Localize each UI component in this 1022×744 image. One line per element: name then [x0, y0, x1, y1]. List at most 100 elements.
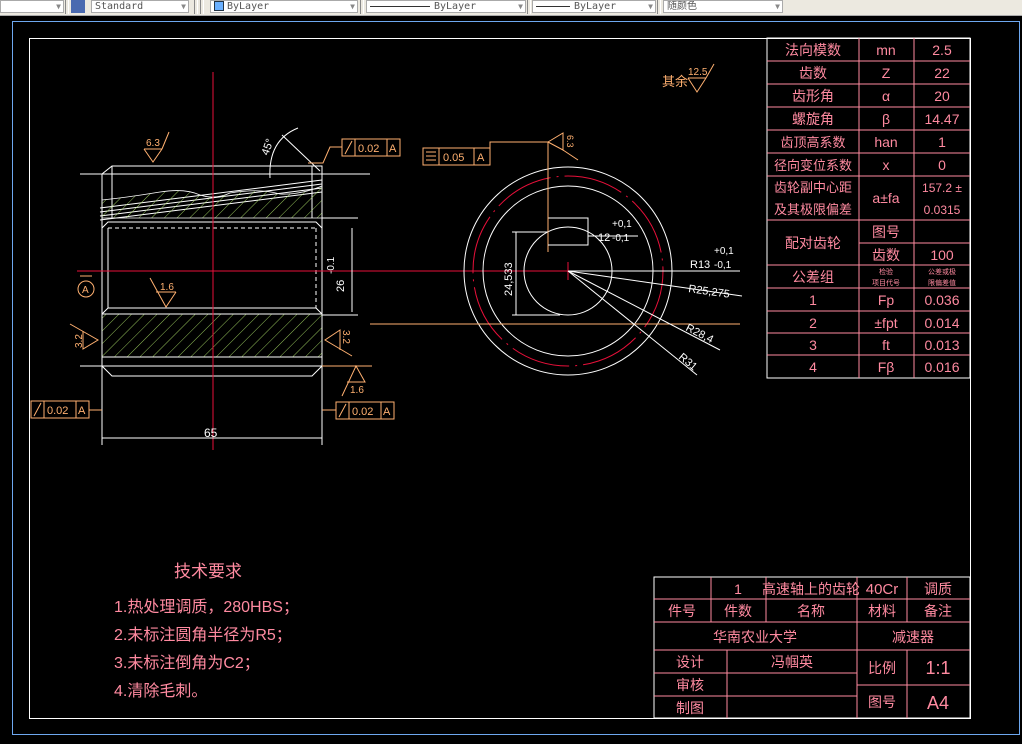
param-symbol: β	[882, 111, 890, 127]
text-style-combo[interactable]: Standard▼	[91, 0, 189, 13]
roughness-keyway-text: 6.3	[565, 135, 575, 148]
angle-text: 45°	[260, 137, 277, 157]
dim-bore-text: 26	[335, 280, 347, 292]
linetype-value: ByLayer	[434, 1, 477, 12]
dim-r13-upper: +0,1	[714, 246, 734, 257]
tech-requirement-item: 4.清除毛刺。	[114, 682, 207, 700]
dim-bore-tol-upper: -0.1	[326, 256, 337, 274]
toolbar-separator	[657, 0, 661, 14]
datum-a-circle	[77, 280, 95, 298]
param-name-line1: 齿轮副中心距	[774, 180, 852, 195]
tolerance-right-value: 0.02	[352, 406, 373, 418]
param-value-line2: 0.0315	[924, 203, 961, 217]
param-symbol: Z	[882, 65, 891, 81]
dim-keyway-upper: +0,1	[612, 219, 632, 230]
params-table: 法向模数 mn 2.5 齿数 Z 22 齿形角 α 20 螺旋角 β 14.47…	[774, 42, 962, 375]
param-name: 螺旋角	[792, 111, 834, 127]
param-value: 0	[938, 157, 946, 173]
linetype-combo[interactable]: ByLayer ▼	[366, 0, 526, 13]
tolerance-col2-h1: 检验	[879, 267, 893, 276]
lineweight-value: ByLayer	[574, 1, 617, 12]
params-table-grid	[766, 37, 971, 379]
tolerance-left-value: 0.02	[47, 405, 68, 417]
tolerance-code: ±fpt	[874, 315, 897, 331]
tolerance-right-datum: A	[383, 406, 391, 418]
lineweight-combo[interactable]: ByLayer▼	[532, 0, 656, 13]
chevron-down-icon: ▼	[518, 2, 523, 11]
toolbar-separator	[200, 0, 204, 14]
roughness-face-right-text: 3.2	[340, 330, 351, 344]
dim-r28: R28,4	[684, 322, 716, 346]
tolerance-value: 0.036	[924, 292, 959, 308]
prev-combo[interactable]: ▼	[0, 0, 64, 13]
roughness-face-left	[69, 323, 99, 350]
chevron-down-icon: ▼	[181, 2, 186, 11]
roughness-other-symbol	[687, 63, 715, 93]
text-style-icon[interactable]	[71, 0, 85, 13]
param-name: 法向模数	[785, 42, 841, 58]
outer-frame	[12, 21, 1020, 735]
layer-combo[interactable]: ByLayer ▼	[210, 0, 358, 13]
toolbar-separator	[194, 0, 198, 14]
tolerance-symmetry-datum: A	[477, 152, 485, 164]
tolerance-value: 0.016	[924, 359, 959, 375]
drawing-svg[interactable]: 65 26 -0.1 45° 6.3 1.6 3.2 3.2 1.6 A	[0, 16, 1022, 740]
toolbar-separator	[527, 0, 531, 14]
mating-gear-label: 配对齿轮	[785, 235, 841, 251]
param-value: 14.47	[924, 111, 959, 127]
tb-draw-label: 制图	[676, 700, 704, 716]
roughness-bore-text: 1.6	[160, 282, 174, 293]
dim-r13-value: R13	[690, 259, 710, 271]
param-value-line1: 157.2 ±	[922, 181, 962, 195]
hatch-bottom	[101, 313, 323, 358]
tolerance-top-value: 0.02	[358, 143, 379, 155]
angle-arc	[269, 127, 299, 179]
tolerance-col2-h2: 项目代号	[872, 278, 900, 287]
drawing-canvas[interactable]: 65 26 -0.1 45° 6.3 1.6 3.2 3.2 1.6 A	[0, 16, 1022, 740]
tb-h-material: 材料	[868, 603, 896, 619]
datum-a-text: A	[82, 285, 89, 296]
color-combo[interactable]: 随颜色▼	[663, 0, 783, 13]
tb-design-label: 设计	[676, 654, 704, 670]
tech-requirements-title: 技术要求	[174, 562, 242, 581]
title-block-grid	[653, 576, 971, 719]
tb-quantity: 1	[734, 581, 742, 597]
tolerance-group: 3	[809, 337, 817, 353]
color-swatch-icon	[214, 1, 224, 11]
mating-drawing-no-label: 图号	[872, 224, 900, 240]
roughness-other-value: 12.5	[688, 67, 708, 78]
tolerance-value: 0.014	[924, 315, 959, 331]
tb-h-quantity: 件数	[724, 603, 752, 619]
dim-r25: R25,275	[688, 283, 731, 301]
tolerance-top-datum: A	[389, 143, 397, 155]
dim-bore-label: 26 -0.1	[326, 256, 347, 292]
tolerance-symmetry-value: 0.05	[443, 152, 464, 164]
roughness-bottom-right	[341, 364, 366, 397]
param-name: 齿顶高系数	[780, 135, 845, 150]
roughness-top-left-text: 6.3	[146, 138, 160, 149]
mating-teeth: 100	[930, 247, 954, 263]
tb-review-label: 审核	[676, 677, 704, 693]
tb-h-part-no: 件号	[668, 603, 696, 619]
tolerance-code: Fβ	[878, 359, 895, 375]
mating-teeth-label: 齿数	[872, 247, 900, 263]
dim-r31: R31	[676, 351, 699, 373]
layer-value: ByLayer	[227, 1, 270, 12]
param-value: 22	[934, 65, 950, 81]
tb-scale-label: 比例	[868, 660, 896, 676]
tolerance-group: 2	[809, 315, 817, 331]
chevron-down-icon: ▼	[350, 2, 355, 11]
param-value: 1	[938, 134, 946, 150]
param-symbol: α	[882, 88, 890, 104]
tolerance-code: ft	[882, 337, 890, 353]
roughness-bore	[149, 277, 177, 308]
tolerance-group-label: 公差组	[792, 269, 834, 285]
tb-sheet: A4	[927, 693, 949, 713]
tb-name: 高速轴上的齿轮	[762, 581, 860, 597]
toolbar-separator	[360, 0, 364, 14]
tb-school: 华南农业大学	[713, 629, 797, 645]
tolerance-code: Fp	[878, 292, 895, 308]
tb-h-remark: 备注	[924, 603, 952, 619]
param-name: 齿形角	[792, 88, 834, 104]
chevron-down-icon: ▼	[56, 2, 61, 11]
